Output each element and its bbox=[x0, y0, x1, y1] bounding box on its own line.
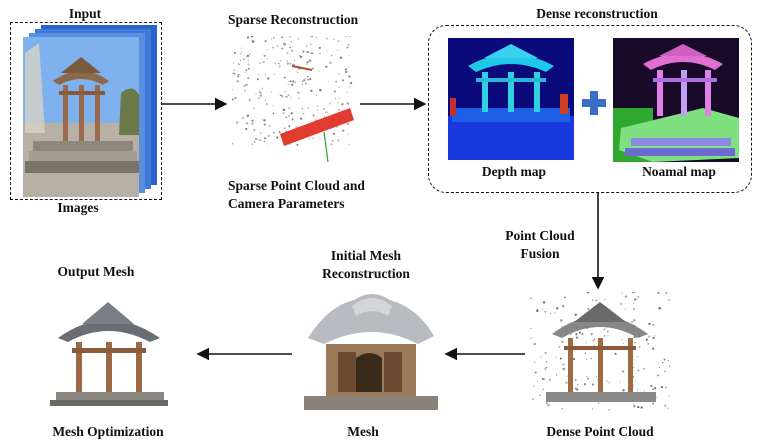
dense-point-cloud-image bbox=[530, 292, 670, 411]
sparse-title: Sparse Reconstruction bbox=[228, 12, 359, 27]
images-label: Images bbox=[57, 200, 99, 215]
input-images-frame bbox=[10, 22, 162, 200]
sparse-caption-line2: Camera Parameters bbox=[228, 196, 345, 211]
dense-reconstruction-box bbox=[428, 25, 752, 193]
output-mesh-label: Output Mesh bbox=[57, 264, 135, 279]
depth-map-label: Depth map bbox=[481, 164, 547, 179]
mesh-optimization-label: Mesh Optimization bbox=[52, 424, 164, 439]
depth-map-image bbox=[448, 38, 574, 160]
plus-icon bbox=[582, 91, 606, 115]
camera-trajectory bbox=[280, 108, 354, 146]
fusion-label-line2: Fusion bbox=[520, 246, 560, 261]
sparse-caption-line1: Sparse Point Cloud and bbox=[228, 178, 365, 193]
normal-map-image bbox=[613, 38, 739, 162]
dense-point-cloud-label: Dense Point Cloud bbox=[546, 424, 654, 439]
initial-mesh-label-line1: Initial Mesh bbox=[330, 248, 402, 263]
output-mesh-image bbox=[50, 302, 168, 406]
input-label: Input bbox=[68, 6, 102, 21]
sparse-point-cloud bbox=[232, 36, 354, 163]
image-stack bbox=[23, 25, 157, 197]
dense-title: Dense reconstruction bbox=[536, 6, 658, 21]
mesh-label: Mesh bbox=[347, 424, 379, 439]
mesh-image bbox=[304, 294, 438, 410]
fusion-label-line1: Point Cloud bbox=[505, 228, 575, 243]
initial-mesh-label-line2: Reconstruction bbox=[322, 266, 410, 281]
normal-map-label: Noamal map bbox=[642, 164, 716, 179]
